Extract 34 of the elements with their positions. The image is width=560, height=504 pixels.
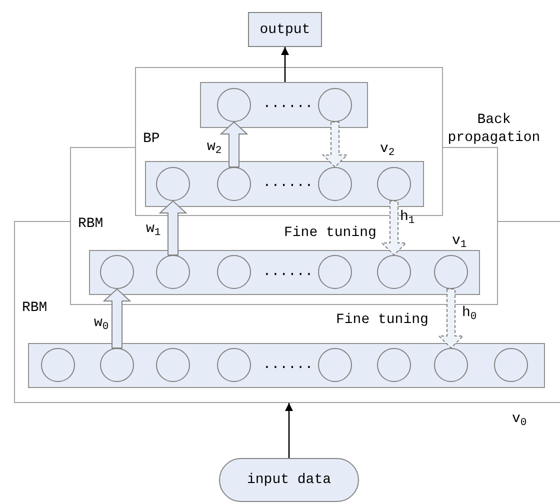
edge-label: Fine tuning (284, 226, 376, 240)
ellipsis-text: ...... (262, 176, 314, 190)
dashed-block-arrow (322, 122, 348, 168)
arrow (281, 47, 289, 82)
layer-box (145, 161, 424, 207)
edge-label: w$_{2}$ (207, 140, 222, 154)
annotation-text: h$_{0}$ (462, 304, 477, 322)
frame-label: RBM (78, 217, 104, 231)
node-text: output (260, 22, 310, 36)
layer-box (89, 250, 480, 295)
block-arrow (158, 200, 188, 256)
edge-label: Fine tuning (336, 313, 428, 327)
annotation-text: v$_{0}$ (512, 410, 527, 428)
block-arrow (220, 121, 248, 168)
ellipsis-text: ...... (262, 97, 314, 111)
annotation-text: v$_{1}$ (452, 232, 467, 250)
ellipsis-text: ...... (262, 264, 314, 278)
dashed-block-arrow (380, 200, 408, 256)
node-text: input data (246, 473, 331, 487)
annotation-text: v$_{2}$ (380, 140, 395, 158)
edge-label: w$_{1}$ (146, 222, 161, 236)
annotation-text: Back propagation (446, 111, 542, 147)
output-box (248, 12, 322, 47)
block-arrow (102, 288, 132, 348)
frame-label: RBM (22, 301, 48, 315)
edge-label: w$_{0}$ (94, 316, 109, 330)
frame-label: BP (143, 132, 160, 146)
ellipsis-text: ...... (262, 358, 314, 372)
terminal-box (219, 458, 359, 502)
layer-box (200, 82, 368, 128)
annotation-text: h$_{1}$ (400, 208, 415, 226)
dashed-block-arrow (438, 288, 464, 349)
layer-box (28, 343, 545, 388)
arrow (285, 403, 293, 458)
